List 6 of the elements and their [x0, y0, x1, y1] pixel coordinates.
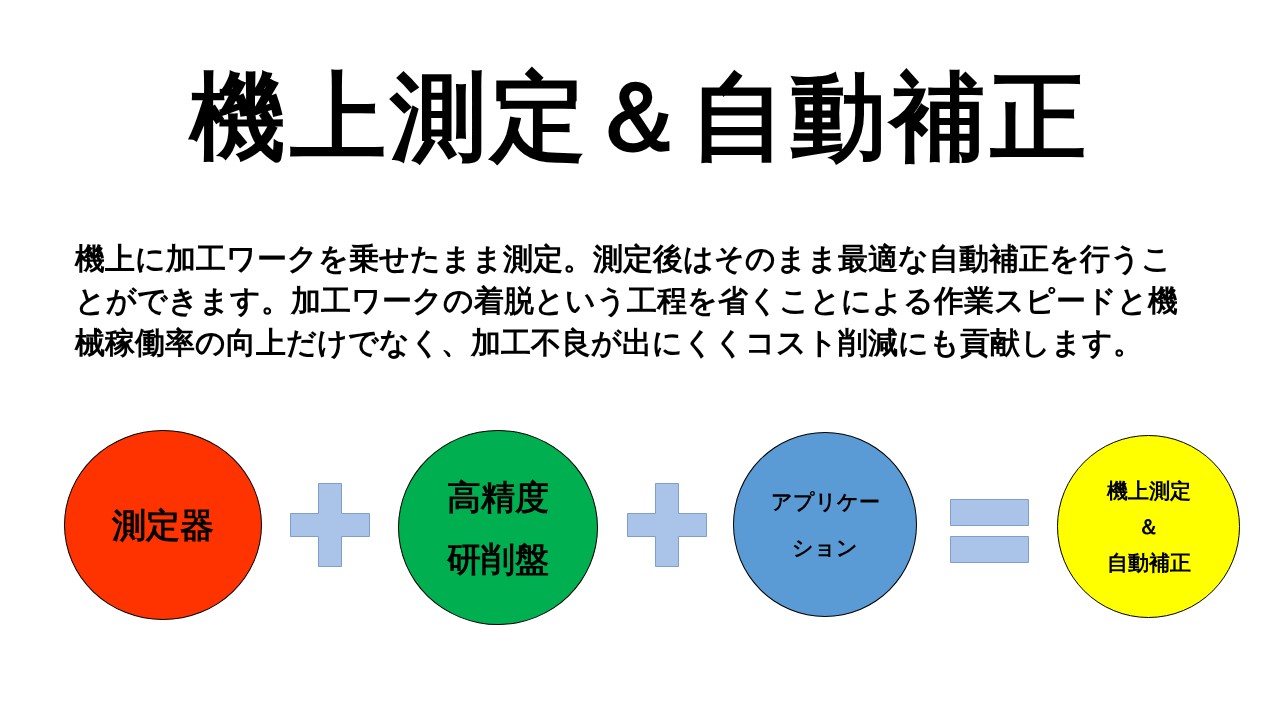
title: 機上測定＆自動補正: [187, 60, 1091, 175]
circle-node: 高精度研削盤: [398, 430, 598, 625]
circle-node: 測定器: [64, 430, 262, 620]
circle-node: 機上測定 ＆ 自動補正: [1057, 435, 1240, 618]
description-paragraph: 機上に加工ワークを乗せたまま測定。測定後はそのまま最適な自動補正を行うことができます。加工ワークの着脱という工程を省くことによる作業スピードと機械稼働率の向上だけでなく、加工不良が出にくくコスト削減にも貢献します。: [75, 240, 1179, 362]
circle-node: アプリケーション: [733, 432, 917, 617]
